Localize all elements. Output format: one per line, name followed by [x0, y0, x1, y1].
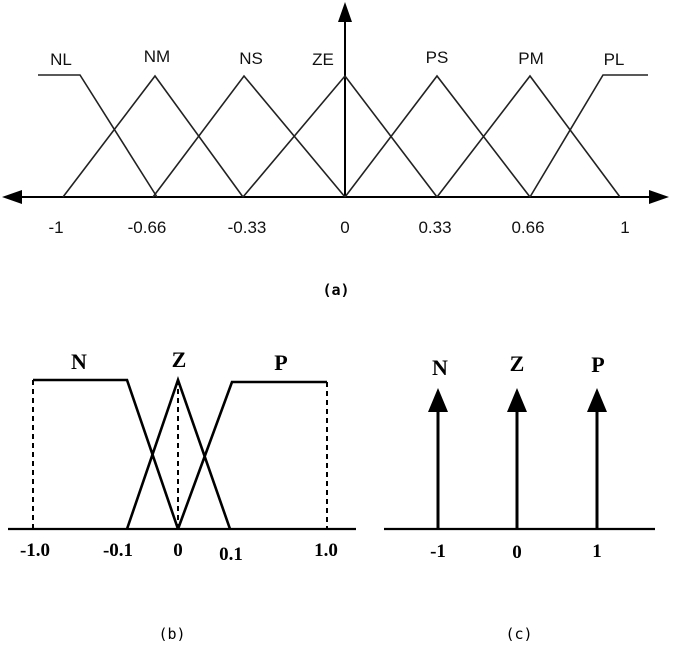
panel-a-x-axis-right-arrow — [649, 190, 669, 204]
tick-label: 0 — [340, 218, 349, 237]
mf-nm — [62, 74, 244, 198]
set-label-nl: NL — [50, 50, 72, 69]
tick-label: 1 — [620, 218, 629, 237]
tick-label: -0.66 — [128, 218, 167, 237]
tick-label: -1.0 — [20, 540, 50, 561]
tick-label: 0 — [173, 540, 183, 561]
panel-c: N Z P -1 0 1 (c) — [384, 351, 655, 643]
tick-label: -1 — [48, 218, 63, 237]
set-label-z: Z — [510, 351, 525, 376]
set-label-ns: NS — [239, 49, 263, 68]
panel-a-y-axis-arrow — [338, 2, 352, 22]
tick-label: 1 — [592, 541, 602, 562]
panel-a-x-axis-left-arrow — [2, 190, 22, 204]
mf-nl — [38, 74, 158, 198]
set-label-n: N — [432, 355, 448, 380]
tick-label: 0.66 — [511, 218, 544, 237]
mf-ns — [152, 74, 346, 198]
singleton-p-arrowhead — [587, 388, 607, 412]
tick-label: -1 — [430, 541, 446, 562]
panel-a: NL NM NS ZE PS PM PL -1 -0.66 -0.33 0 0.… — [2, 2, 669, 299]
tick-label: -0.1 — [103, 540, 133, 561]
panel-a-caption: (a) — [322, 281, 349, 299]
tick-label: 1.0 — [314, 540, 338, 561]
set-label-p: P — [274, 350, 287, 375]
singleton-n-arrowhead — [428, 388, 448, 412]
set-label-pl: PL — [604, 50, 625, 69]
tick-label: 0 — [512, 542, 522, 563]
mf-pl — [529, 74, 648, 198]
panel-b: N Z P -1.0 -0.1 0 0.1 1.0 (b) — [8, 347, 356, 643]
tick-label: 0.33 — [418, 218, 451, 237]
mf-p — [176, 380, 327, 530]
set-label-n: N — [71, 349, 87, 374]
mf-ps — [344, 74, 531, 198]
set-label-p: P — [591, 352, 604, 377]
mf-ze — [242, 74, 438, 198]
mf-pm — [436, 74, 621, 198]
tick-label: -0.33 — [228, 218, 267, 237]
set-label-ps: PS — [426, 48, 449, 67]
set-label-nm: NM — [144, 47, 170, 66]
set-label-pm: PM — [518, 49, 544, 68]
panel-b-caption: (b) — [158, 625, 185, 643]
singleton-z-arrowhead — [507, 388, 527, 412]
set-label-ze: ZE — [312, 50, 334, 69]
set-label-z: Z — [172, 347, 187, 372]
mf-n — [33, 378, 180, 530]
panel-c-caption: (c) — [505, 625, 532, 643]
tick-label: 0.1 — [219, 544, 243, 565]
